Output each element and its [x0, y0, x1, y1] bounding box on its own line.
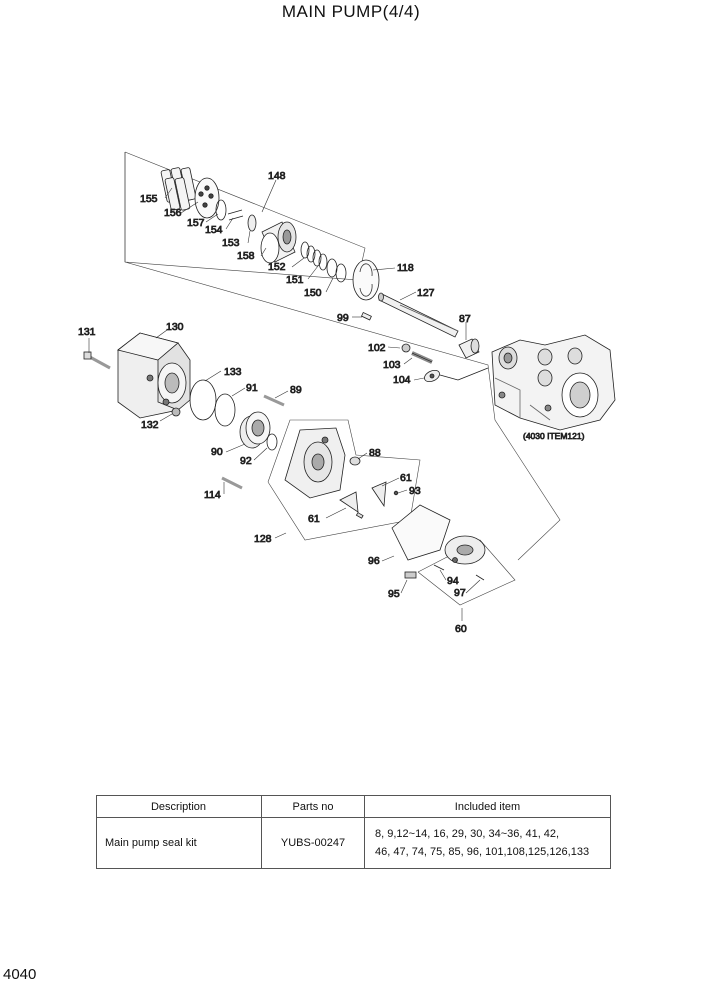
- pin-154: [227, 209, 243, 215]
- callout-158: 158: [237, 250, 255, 262]
- callout-89: 89: [290, 384, 302, 396]
- callout-61-lower: 61: [308, 513, 320, 525]
- included-line-2: 46, 47, 74, 75, 85, 96, 101,108,125,126,…: [375, 846, 590, 858]
- cylinder-block: [260, 221, 297, 264]
- callout-155: 155: [140, 193, 158, 205]
- callout-92: 92: [240, 455, 252, 467]
- bushing-87: [458, 338, 480, 359]
- table-row: Main pump seal kit YUBS-00247 8, 9,12~14…: [96, 817, 611, 869]
- page-title: MAIN PUMP(4/4): [281, 2, 421, 21]
- ring-92: [266, 433, 278, 451]
- callout-154: 154: [205, 224, 223, 236]
- snap-ring-91: [214, 393, 236, 427]
- drive-shaft: [378, 292, 459, 338]
- valve-plate: [352, 259, 380, 301]
- callout-88: 88: [369, 447, 381, 459]
- callout-153: 153: [222, 237, 240, 249]
- callout-103: 103: [383, 359, 401, 371]
- gasket-96: [391, 504, 451, 561]
- plug-88: [349, 456, 361, 466]
- wedge-61a: [371, 481, 387, 508]
- callout-60: 60: [455, 623, 467, 635]
- callout-90: 90: [211, 446, 223, 458]
- callout-130: 130: [166, 321, 184, 333]
- callout-152: 152: [268, 261, 286, 273]
- callout-127: 127: [417, 287, 435, 299]
- pin-99: [360, 311, 372, 321]
- callout-150: 150: [304, 287, 322, 299]
- table-header-row: Description Parts no Included item: [96, 795, 611, 818]
- nut-102: [401, 343, 411, 353]
- callout-99: 99: [337, 312, 349, 324]
- pin-94: [433, 564, 445, 571]
- header-parts-no: Parts no: [261, 795, 365, 818]
- bolt-131: [83, 351, 111, 370]
- callout-94: 94: [447, 575, 459, 587]
- plate-104: [424, 369, 440, 383]
- included-line-1: 8, 9,12~14, 16, 29, 30, 34~36, 41, 42,: [375, 828, 560, 840]
- header-included-item: Included item: [364, 795, 611, 818]
- nut-132: [171, 407, 181, 417]
- callout-148: 148: [268, 170, 286, 182]
- spacer-153: [247, 214, 257, 232]
- callout-156: 156: [164, 207, 182, 219]
- callout-114: 114: [204, 489, 221, 501]
- cover-128: [284, 427, 346, 499]
- callout-131: 131: [78, 326, 96, 338]
- block-95: [404, 571, 417, 579]
- callout-102: 102: [368, 342, 386, 354]
- page-number: 4040: [3, 966, 37, 983]
- callout-97: 97: [454, 587, 466, 599]
- pin-97: [475, 574, 485, 581]
- pump-housing: [117, 332, 191, 419]
- callout-151: 151: [286, 274, 304, 286]
- exploded-parts-diagram: 148 155 156 157 154 153 158 152 151 150 …: [78, 151, 616, 635]
- callout-91: 91: [246, 382, 258, 394]
- callout-132: 132: [141, 419, 159, 431]
- pin-89: [263, 394, 285, 407]
- wedge-61b: [339, 491, 359, 513]
- callout-95: 95: [388, 588, 400, 600]
- bearing-90: [239, 411, 271, 449]
- group-128-outline: [267, 419, 421, 541]
- callout-104: 104: [393, 374, 411, 386]
- screw-103: [411, 351, 433, 364]
- assembly-outline: [124, 261, 561, 561]
- header-description: Description: [96, 795, 262, 818]
- callout-118: 118: [397, 262, 414, 274]
- spring-set: [300, 241, 347, 283]
- retainer-plate: [194, 177, 220, 219]
- seal-kit-table: Description Parts no Included item Main …: [96, 795, 611, 869]
- callout-61-upper: 61: [400, 472, 412, 484]
- o-ring-133: [189, 379, 217, 421]
- end-cover-60: [444, 535, 486, 565]
- callout-87: 87: [459, 313, 471, 325]
- callout-128: 128: [254, 533, 272, 545]
- piston-assembly: [160, 167, 197, 211]
- cell-parts-no: YUBS-00247: [261, 817, 365, 869]
- cell-included-item: 8, 9,12~14, 16, 29, 30, 34~36, 41, 42, 4…: [364, 817, 611, 869]
- callout-93: 93: [409, 485, 421, 497]
- bolt-114: [221, 476, 243, 490]
- callout-133: 133: [224, 366, 242, 378]
- callout-157: 157: [187, 217, 205, 229]
- reference-note: (4030 ITEM121): [523, 431, 585, 441]
- callout-96: 96: [368, 555, 380, 567]
- valve-block: [491, 334, 616, 431]
- ring-157: [215, 199, 227, 221]
- cell-description: Main pump seal kit: [96, 817, 262, 869]
